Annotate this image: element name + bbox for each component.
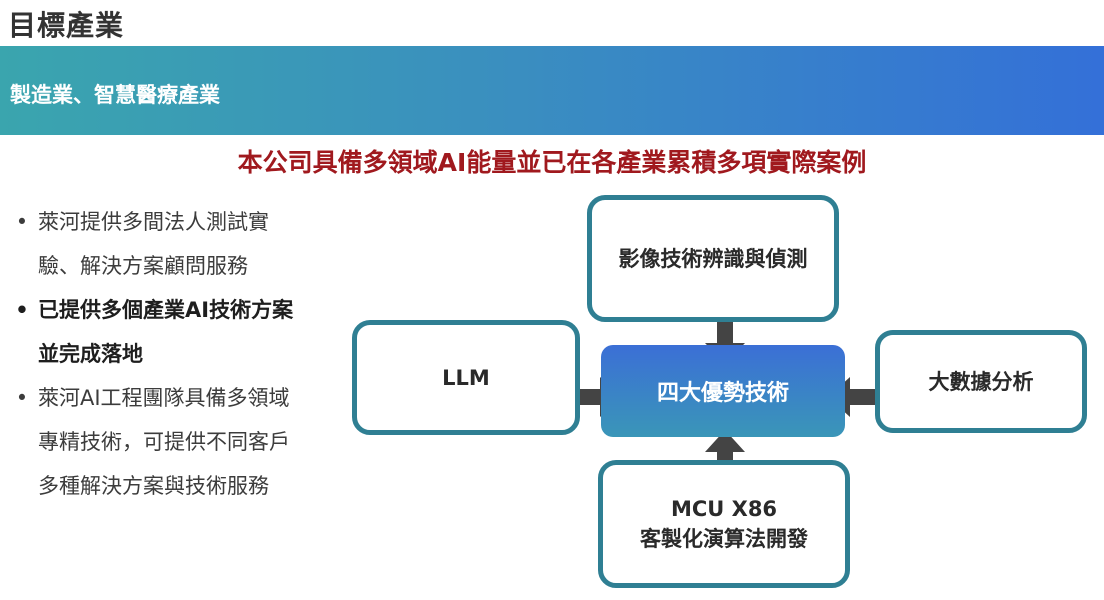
- headline: 本公司具備多領域AI能量並已在各產業累積多項實際案例: [237, 148, 867, 177]
- tech-box-big-data: 大數據分析: [875, 330, 1087, 433]
- tech-box-label: MCU X86: [670, 497, 778, 521]
- bullet-line: 萊河AI工程團隊具備多領域: [38, 386, 290, 410]
- center-core-tech: 四大優勢技術: [601, 345, 845, 437]
- bullet-dot-icon: •: [15, 298, 29, 322]
- bullet-list: • 萊河提供多間法人測試實 驗、解決方案顧問服務 • 已提供多個產業AI技術方案…: [12, 200, 342, 508]
- page-title: 目標產業: [8, 9, 125, 42]
- tech-box-label: 影像技術辨識與偵測: [618, 246, 808, 271]
- center-label: 四大優勢技術: [656, 381, 789, 406]
- banner-text: 製造業、智慧醫療產業: [10, 83, 220, 107]
- bullet-item: • 已提供多個產業AI技術方案 並完成落地: [12, 288, 342, 376]
- bullet-line: 並完成落地: [38, 342, 143, 366]
- bullet-line: 已提供多個產業AI技術方案: [38, 298, 294, 322]
- tech-box-label: 客製化演算法開發: [640, 527, 808, 551]
- bullet-line: 萊河提供多間法人測試實: [38, 210, 269, 234]
- tech-box-mcu: MCU X86 客製化演算法開發: [598, 460, 850, 588]
- bullet-item: • 萊河提供多間法人測試實 驗、解決方案顧問服務: [12, 200, 342, 288]
- industry-banner: 製造業、智慧醫療產業: [0, 46, 1104, 135]
- bullet-dot-icon: •: [15, 210, 29, 234]
- tech-box-llm: LLM: [352, 320, 580, 435]
- bullet-line: 專精技術，可提供不同客戶: [38, 430, 290, 454]
- tech-box-image-recognition: 影像技術辨識與偵測: [587, 195, 839, 322]
- bullet-line: 驗、解決方案顧問服務: [38, 254, 248, 278]
- tech-box-label: 大數據分析: [928, 369, 1034, 394]
- tech-box-label: LLM: [442, 365, 490, 390]
- bullet-dot-icon: •: [15, 386, 29, 410]
- bullet-line: 多種解決方案與技術服務: [38, 474, 269, 498]
- bullet-item: • 萊河AI工程團隊具備多領域 專精技術，可提供不同客戶 多種解決方案與技術服務: [12, 376, 342, 508]
